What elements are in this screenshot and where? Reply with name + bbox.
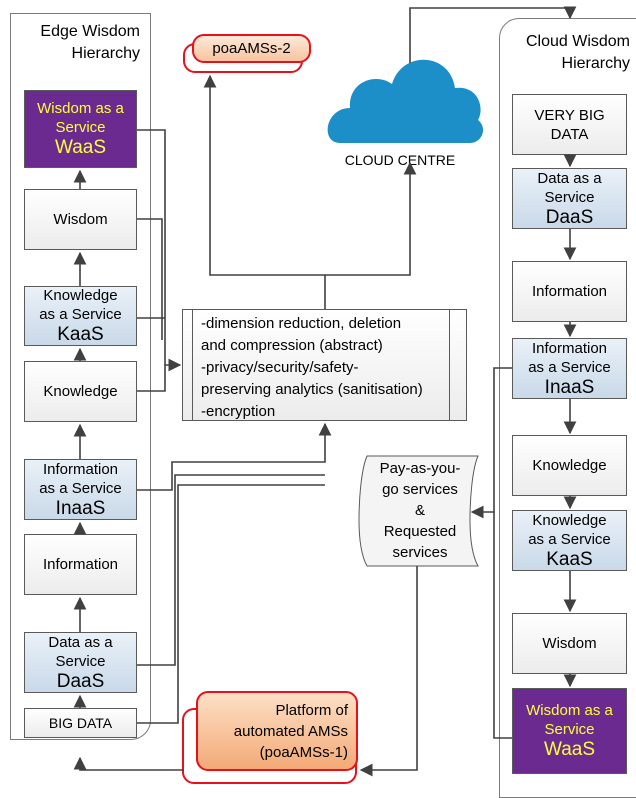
cloud-title-line2: Hierarchy (561, 55, 630, 72)
cloud-daas-abbr: DaaS (545, 206, 594, 228)
edge-waas-line2: Service (55, 119, 106, 136)
edge-information-box: Information (24, 534, 137, 595)
edge-daas-box: Data as a Service DaaS (24, 632, 137, 693)
cloud-icon (327, 59, 484, 143)
cloud-daas-line2: Service (544, 188, 595, 206)
edge-panel-title: Edge Wisdom Hierarchy (14, 21, 140, 65)
cloud-inaas-line2: as a Service (528, 358, 611, 376)
edge-knowledge-box: Knowledge (24, 361, 137, 422)
services-line3: & (414, 502, 425, 519)
edge-title-line2: Hierarchy (71, 45, 140, 62)
services-line4: Requested (383, 523, 457, 540)
processing-line1: -dimension reduction, deletion (201, 315, 402, 332)
edge-daas-line1: Data as a (48, 633, 113, 651)
edge-kaas-line2: as a Service (39, 306, 122, 323)
cloud-inaas-abbr: InaaS (544, 376, 595, 398)
poa1-line3: (poaAMSs-1) (259, 743, 348, 761)
cloud-kaas-abbr: KaaS (546, 548, 593, 570)
edge-waas-abbr: WaaS (54, 137, 107, 158)
edge-kaas-box: Knowledge as a Service KaaS (24, 286, 137, 346)
cloud-centre-label: CLOUD CENTRE (344, 152, 456, 168)
edge-inaas-line2: as a Service (39, 479, 122, 497)
edge-kaas-abbr: KaaS (57, 324, 104, 345)
services-line5: services (392, 544, 448, 561)
processing-left-bar (192, 310, 193, 420)
processing-line4: preserving analytics (sanitisation) (201, 381, 423, 398)
cloud-panel-title: Cloud Wisdom Hierarchy (505, 31, 630, 75)
cloud-knowledge-box: Knowledge (512, 435, 627, 496)
processing-box: -dimension reduction, deletion and compr… (182, 309, 467, 421)
processing-line5: -encryption (201, 403, 276, 420)
cloud-information-label: Information (531, 283, 608, 300)
edge-daas-line2: Service (55, 652, 106, 670)
poa1-line1: Platform of (275, 701, 348, 719)
edge-wisdom-label: Wisdom (53, 211, 108, 228)
edge-waas-line1: Wisdom as a (37, 100, 124, 117)
edge-waas-box: Wisdom as a Service WaaS (24, 90, 137, 168)
cloud-wisdom-label: Wisdom (542, 635, 597, 652)
edge-title-line1: Edge Wisdom (40, 23, 140, 40)
cloud-information-box: Information (512, 261, 627, 322)
cloud-daas-line1: Data as a (537, 169, 602, 187)
processing-right-bar (449, 310, 450, 420)
cloud-waas-abbr: WaaS (543, 739, 596, 760)
cloud-very-big-data-line2: DATA (550, 125, 589, 143)
processing-line3: -privacy/security/safety- (201, 359, 359, 376)
poa1-line2: automated AMSs (233, 722, 348, 740)
cloud-inaas-line1: Information (531, 339, 608, 357)
cloud-kaas-line2: as a Service (528, 530, 611, 548)
edge-wisdom-box: Wisdom (24, 189, 137, 250)
cloud-title-line1: Cloud Wisdom (525, 33, 630, 50)
edge-kaas-line1: Knowledge (43, 287, 118, 304)
cloud-kaas-line1: Knowledge (532, 511, 607, 529)
services-line2: go services (382, 481, 458, 498)
cloud-very-big-data-box: VERY BIG DATA (512, 94, 627, 155)
edge-big-data-label: BIG DATA (48, 714, 113, 731)
edge-information-label: Information (42, 556, 119, 573)
edge-inaas-abbr: InaaS (55, 497, 106, 519)
edge-daas-abbr: DaaS (56, 670, 105, 692)
services-document-shape (358, 455, 479, 567)
poa1-box: Platform of automated AMSs (poaAMSs-1) (196, 691, 358, 771)
cloud-waas-line2: Service (544, 721, 595, 738)
poa2-box: poaAMSs-2 (192, 34, 311, 63)
cloud-very-big-data-line1: VERY BIG (534, 106, 605, 124)
cloud-waas-box: Wisdom as a Service WaaS (512, 688, 627, 774)
edge-big-data-box: BIG DATA (24, 708, 137, 738)
cloud-knowledge-label: Knowledge (532, 457, 607, 474)
edge-inaas-box: Information as a Service InaaS (24, 459, 137, 520)
edge-knowledge-label: Knowledge (43, 383, 118, 400)
poa2-label: poaAMSs-2 (212, 40, 291, 57)
processing-line2: and compression (abstract) (201, 337, 383, 354)
cloud-kaas-box: Knowledge as a Service KaaS (512, 510, 627, 571)
cloud-wisdom-box: Wisdom (512, 613, 627, 674)
services-document: Pay-as-you- go services & Requested serv… (367, 458, 473, 563)
cloud-inaas-box: Information as a Service InaaS (512, 338, 627, 399)
cloud-waas-line1: Wisdom as a (526, 702, 613, 719)
cloud-daas-box: Data as a Service DaaS (512, 168, 627, 229)
edge-inaas-line1: Information (42, 460, 119, 478)
services-line1: Pay-as-you- (379, 460, 461, 477)
